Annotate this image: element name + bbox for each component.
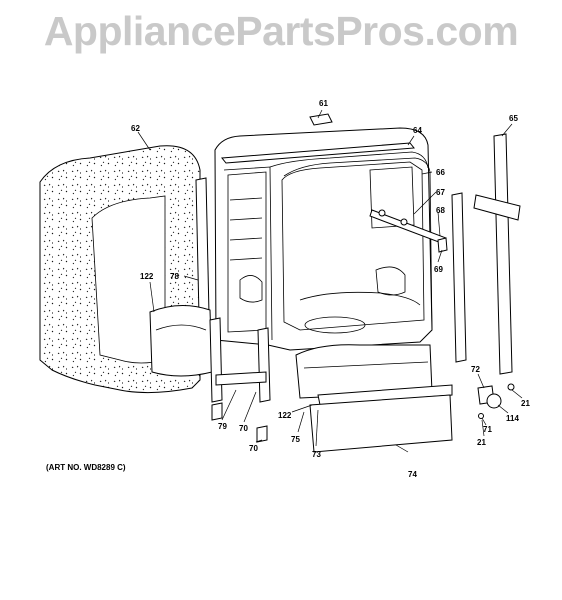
callout-79: 79 xyxy=(218,422,227,431)
callout-68: 68 xyxy=(436,206,445,215)
tub-clip-part[interactable] xyxy=(437,237,448,253)
art-number-note: (ART NO. WD8289 C) xyxy=(46,463,126,472)
callout-69: 69 xyxy=(434,265,443,274)
base-frame-left-part[interactable] xyxy=(149,305,213,377)
callout-72: 72 xyxy=(471,365,480,374)
callout-62: 62 xyxy=(131,124,140,133)
callout-122-left: 122 xyxy=(140,272,154,281)
callout-71: 71 xyxy=(483,425,492,434)
callout-70-lower: 70 xyxy=(249,444,258,453)
callout-122-base: 122 xyxy=(278,411,292,420)
tub-assembly[interactable] xyxy=(214,127,433,351)
leader-lines xyxy=(137,109,523,453)
callout-21-lower: 21 xyxy=(477,438,486,447)
base-pan-part[interactable] xyxy=(295,344,433,399)
callout-21-right: 21 xyxy=(521,399,530,408)
base-legs-part[interactable] xyxy=(209,317,271,443)
callout-65: 65 xyxy=(509,114,518,123)
site-watermark: AppliancePartsPros.com xyxy=(43,8,519,54)
callout-64: 64 xyxy=(413,126,422,135)
callout-73: 73 xyxy=(312,450,321,459)
callout-67: 67 xyxy=(436,188,445,197)
toe-kick-part[interactable] xyxy=(309,384,453,453)
callout-66: 66 xyxy=(436,168,445,177)
side-panel-part[interactable] xyxy=(473,133,521,375)
callout-114: 114 xyxy=(506,414,519,423)
drain-component-part[interactable] xyxy=(477,383,515,419)
callout-61: 61 xyxy=(319,99,328,108)
side-trim-part[interactable] xyxy=(451,192,467,363)
top-rail-part[interactable] xyxy=(221,142,415,164)
tub-side-gasket-part[interactable] xyxy=(283,157,433,331)
callout-78: 78 xyxy=(170,272,179,281)
callout-70-upper: 70 xyxy=(239,424,248,433)
callout-75: 75 xyxy=(291,435,300,444)
callout-74: 74 xyxy=(408,470,417,479)
top-bracket-part[interactable] xyxy=(309,113,333,126)
